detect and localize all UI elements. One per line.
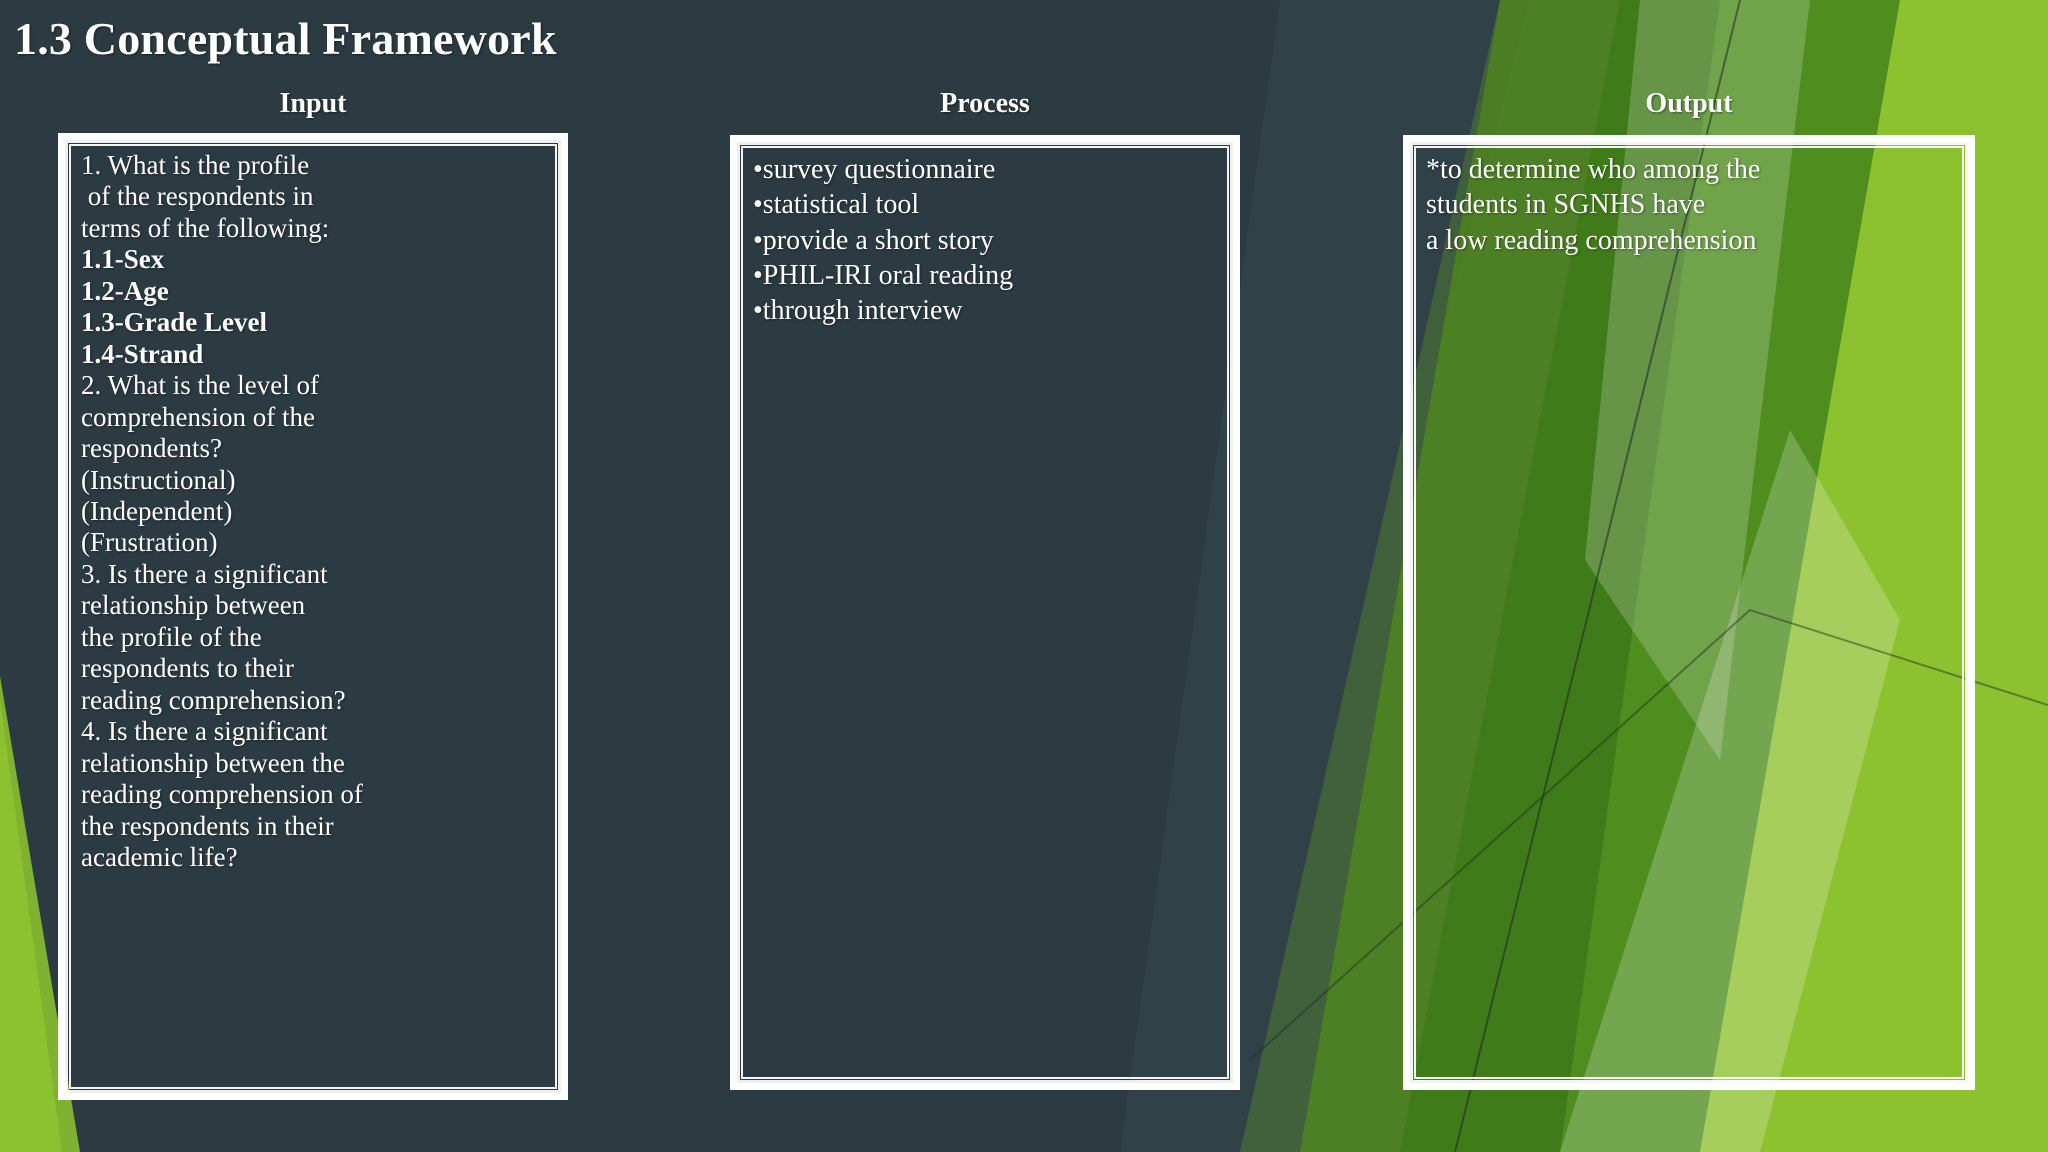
input-box-text: 1. What is the profile of the respondent… — [81, 150, 551, 873]
text-line: academic life? — [81, 841, 238, 872]
text-line: respondents to their — [81, 653, 294, 684]
text-line: 1.4-Strand — [81, 338, 204, 369]
text-line: •PHIL-IRI oral reading — [753, 259, 1014, 291]
text-line: •statistical tool — [753, 189, 920, 221]
text-line: a low reading comprehension — [1426, 224, 1757, 256]
text-line: 2. What is the level of — [81, 370, 319, 401]
text-line: •through interview — [753, 295, 963, 327]
text-line: the respondents in their — [81, 810, 334, 841]
text-line: (Independent) — [81, 495, 233, 526]
text-line: 4. Is there a significant — [81, 716, 328, 747]
text-line: (Instructional) — [81, 464, 236, 495]
text-line: of the respondents in — [81, 181, 314, 212]
column-header-output: Output — [1645, 88, 1733, 119]
text-line: 1. What is the profile — [81, 150, 310, 180]
process-box-text: •survey questionnaire •statistical tool•p… — [753, 152, 1223, 328]
text-line: terms of the following: — [81, 212, 330, 243]
output-box-text: *to determine who among the students in S… — [1426, 152, 1958, 258]
text-line: comprehension of the — [81, 401, 315, 432]
output-box: *to determine who among the students in S… — [1403, 135, 1975, 1090]
text-line: students in SGNHS have — [1426, 189, 1706, 221]
text-line: relationship between — [81, 590, 306, 621]
process-box: •survey questionnaire •statistical tool•p… — [730, 135, 1240, 1090]
page-title: 1.3 Conceptual Framework — [14, 13, 557, 64]
text-line: relationship between the — [81, 747, 345, 778]
text-line: (Frustration) — [81, 527, 218, 558]
output-box-inner-border — [1414, 146, 1964, 1079]
column-header-input: Input — [279, 88, 347, 119]
input-box: 1. What is the profile of the respondent… — [58, 133, 568, 1100]
text-line: respondents? — [81, 433, 222, 464]
text-line: 1.1-Sex — [81, 244, 165, 275]
text-line: *to determine who among the — [1426, 154, 1761, 185]
text-line: reading comprehension of — [81, 779, 363, 810]
text-line: the profile of the — [81, 621, 262, 652]
text-line: 1.3-Grade Level — [81, 307, 267, 338]
text-line: reading comprehension? — [81, 684, 346, 715]
text-line: 1.2-Age — [81, 275, 169, 306]
text-line: •provide a short story — [753, 224, 994, 256]
column-header-process: Process — [940, 88, 1030, 119]
text-line: •survey questionnaire — [753, 154, 996, 185]
text-line: 3. Is there a significant — [81, 558, 328, 589]
